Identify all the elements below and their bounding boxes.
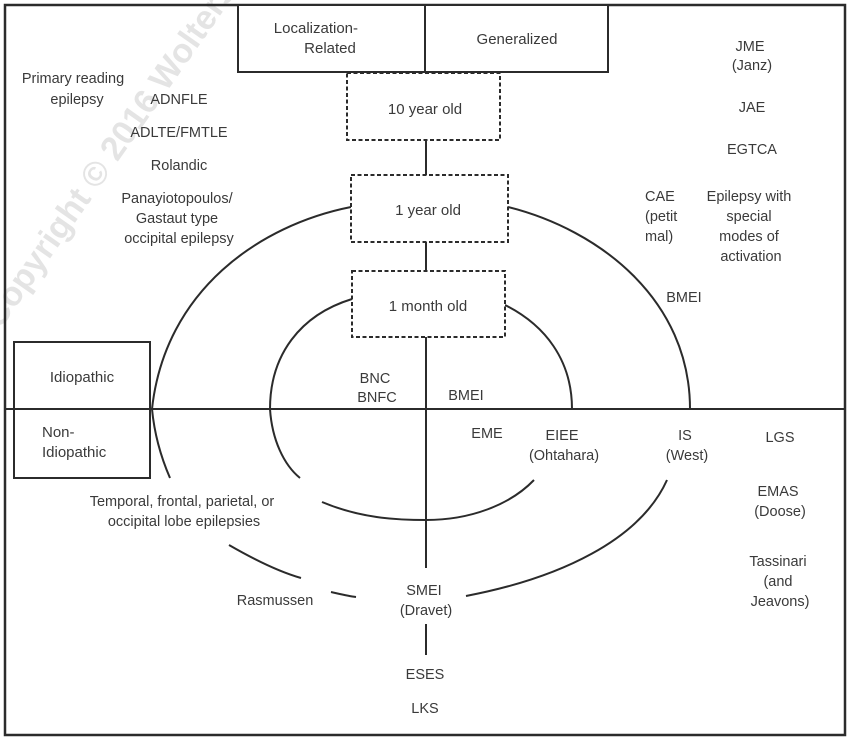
non-idiopathic-label: Non- Idiopathic [42,424,107,461]
smei-dravet-label: SMEI (Dravet) [400,583,452,619]
bnc-bnfc-label: BNC BNFC [357,371,396,406]
generalized-box [424,4,609,73]
outer-arc-upper-left [151,206,352,410]
eme-label: EME [471,426,503,442]
localization-related-label: Localization- Related [274,20,362,57]
ten-year-old-box [346,72,501,141]
inner-arc-lower-mid [321,479,535,522]
ten-year-old-label: 10 year old [388,101,462,118]
idiopathic-label: Idiopathic [50,369,115,386]
egtca-label: EGTCA [727,142,777,158]
inner-arc-lower-left [269,408,301,479]
one-month-old-box [351,270,506,338]
eiee-label: EIEE (Ohtahara) [529,428,599,464]
eses-label: ESES [406,667,445,683]
jme-label: JME (Janz) [732,39,772,74]
tassinari-label: Tassinari (and Jeavons) [749,554,810,610]
rolandic-label: Rolandic [151,158,207,174]
emas-doose-label: EMAS (Doose) [754,484,806,520]
adlte-fmtle-label: ADLTE/FMTLE [130,125,228,141]
jae-label: JAE [739,100,766,116]
outer-arc-lower-left-b [228,544,302,579]
cae-label: CAE (petit mal) [645,189,681,245]
bmei-outer-label: BMEI [666,290,701,306]
lks-label: LKS [411,701,438,717]
one-month-old-label: 1 month old [389,298,467,315]
outer-arc-lower-left-a [151,408,171,479]
localization-related-box [237,4,426,73]
inner-arc-upper-left [269,298,353,410]
adnfle-label: ADNFLE [150,92,208,108]
special-modes-label: Epilepsy with special modes of activatio… [707,189,796,265]
inner-arc-upper-right [504,304,573,410]
primary-reading-epilepsy-label: Primary reading epilepsy [22,71,128,108]
rasmussen-label: Rasmussen [237,593,314,609]
generalized-label: Generalized [477,31,558,48]
one-year-old-box [350,174,509,243]
outer-arc-upper-right [507,206,691,410]
bmei-inner-label: BMEI [448,388,483,404]
one-year-old-label: 1 year old [395,202,461,219]
outer-arc-lower-right [465,479,668,597]
lgs-label: LGS [765,430,794,446]
lobe-epilepsies-label: Temporal, frontal, parietal, or occipita… [90,494,279,530]
is-west-label: IS (West) [666,428,708,464]
outer-arc-lower-left-c [330,591,357,598]
panayiotopoulos-label: Panayiotopoulos/ Gastaut type occipital … [121,191,236,247]
